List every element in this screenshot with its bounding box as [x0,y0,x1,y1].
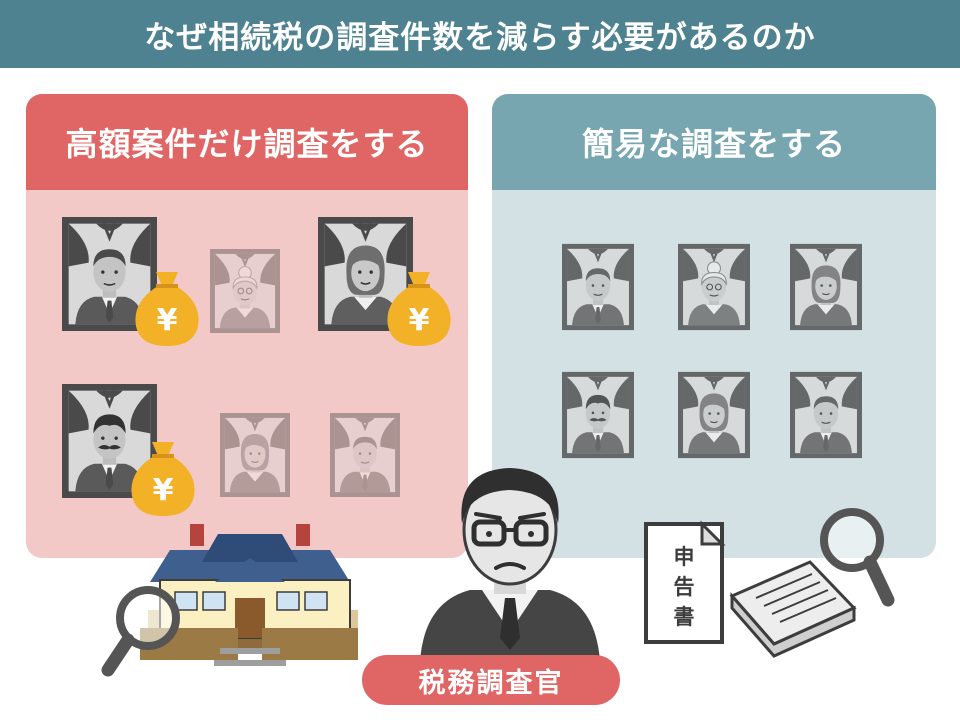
magnifier-icon [101,586,180,677]
magnifier-icon [820,508,895,607]
money-bag-icon: ¥ [384,268,454,348]
header-banner: なぜ相続税の調査件数を減らす必要があるのか [0,0,960,68]
memorial-portrait-icon [220,412,290,498]
money-bag-icon: ¥ [128,438,198,518]
tax-officer-icon [410,452,610,662]
memorial-portrait-icon [330,412,400,498]
panel-high-value-header: 高額案件だけ調査をする [26,94,468,190]
tax-return-char: 書 [674,605,695,629]
memorial-portrait-icon [562,242,634,332]
memorial-portrait-icon [210,248,280,334]
panel-simple-investigation: 簡易な調査をする [492,94,936,558]
tax-return-char: 申 [674,545,695,569]
panel-simple-title: 簡易な調査をする [581,125,846,163]
money-symbol: ¥ [409,303,430,338]
money-symbol: ¥ [153,473,174,508]
money-bag-icon: ¥ [132,268,202,348]
memorial-portrait-icon [562,370,634,460]
documents-illustration: 申 告 書 [640,500,900,660]
tax-officer-label: 税務調査官 [362,655,620,705]
memorial-portrait-icon [678,370,750,460]
page-title: なぜ相続税の調査件数を減らす必要があるのか [144,19,816,56]
tax-return-char: 告 [674,575,695,599]
panel-simple-header: 簡易な調査をする [492,94,936,190]
memorial-portrait-icon [790,242,862,332]
memorial-portrait-icon [790,370,862,460]
house-icon [140,524,358,666]
house-illustration [100,520,362,710]
tax-officer-label-text: 税務調査官 [418,667,564,699]
tax-return-document-icon: 申 告 書 [644,520,726,644]
paper-stack-icon [729,560,857,658]
panel-high-value-title: 高額案件だけ調査をする [65,125,429,163]
money-symbol: ¥ [157,303,178,338]
memorial-portrait-icon [678,242,750,332]
